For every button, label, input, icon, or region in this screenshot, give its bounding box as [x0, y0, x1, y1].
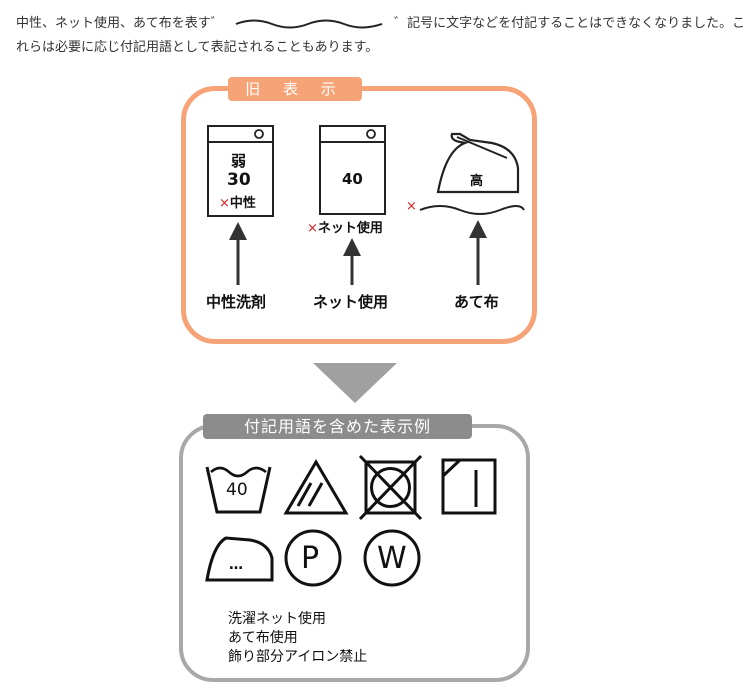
wash-tub-40-icon — [205, 466, 272, 514]
iron-low-icon — [205, 536, 274, 582]
old1-temp-label: 30 — [227, 170, 251, 190]
intro-dakuten-1: ゛ — [210, 16, 224, 31]
arrow-up-icon-2 — [343, 238, 361, 285]
old-display-title: 旧 表 示 — [228, 77, 362, 101]
old3-iron-label: 高 — [470, 174, 484, 189]
old2-cross-mark: × — [307, 221, 318, 236]
old3-cross-mark: × — [406, 199, 417, 214]
arrow-up-icon-3 — [469, 220, 487, 285]
wash-tub-icon-old-2 — [319, 125, 386, 215]
line-dry-shade-icon — [441, 458, 497, 515]
down-arrow-icon — [313, 363, 397, 403]
cloth-wave-icon — [419, 205, 525, 215]
old1-strength-label: 弱 — [231, 152, 247, 170]
old1-note-text: 中性 — [229, 196, 256, 211]
iron-dots-label: … — [229, 557, 243, 573]
no-tumble-dry-icon — [358, 454, 423, 521]
intro-text-part1: 中性、ネット使用、あて布を表す — [16, 16, 211, 31]
wash-temp-label: 40 — [226, 480, 248, 500]
pro-p-letter: P — [301, 541, 320, 576]
old1-note: ×中性 — [219, 192, 256, 211]
old-label-neutral-detergent: 中性洗剤 — [206, 293, 267, 311]
new-display-title: 付記用語を含めた表示例 — [203, 414, 472, 439]
old1-cross-mark: × — [219, 196, 230, 211]
care-note-no-iron-decor: 飾り部分アイロン禁止 — [228, 649, 368, 665]
pro-clean-p-icon — [284, 529, 342, 587]
intro-paragraph: 中性、ネット使用、あて布を表す゛ ゛記号に文字などを付記することはできなくなりま… — [16, 12, 746, 60]
old-label-pressing-cloth: あて布 — [454, 293, 499, 311]
wave-line-icon — [235, 19, 383, 28]
wash-tub-icon-old-1 — [207, 125, 274, 217]
old-label-net-use: ネット使用 — [313, 293, 389, 311]
old3-cross-mark-wrap: × — [406, 199, 417, 214]
old2-note-text: ネット使用 — [317, 221, 383, 236]
care-note-net: 洗濯ネット使用 — [228, 611, 326, 627]
iron-icon-old — [436, 132, 520, 194]
pro-wet-w-icon — [363, 529, 421, 587]
old2-temp-label: 40 — [342, 170, 363, 188]
care-notes: 洗濯ネット使用 あて布使用 飾り部分アイロン禁止 — [228, 610, 367, 667]
new-display-box — [179, 424, 530, 682]
bleach-triangle-icon — [283, 459, 349, 515]
pro-w-letter: W — [377, 541, 407, 576]
intro-text-part2: 記号に文字などを付記することはできなくなりました。これらは必要に応じ付記用語とし… — [16, 16, 746, 55]
care-note-cloth: あて布使用 — [228, 630, 298, 646]
arrow-up-icon-1 — [229, 222, 247, 285]
intro-dakuten-2: ゛ — [394, 16, 408, 31]
old2-note: ×ネット使用 — [307, 217, 383, 236]
